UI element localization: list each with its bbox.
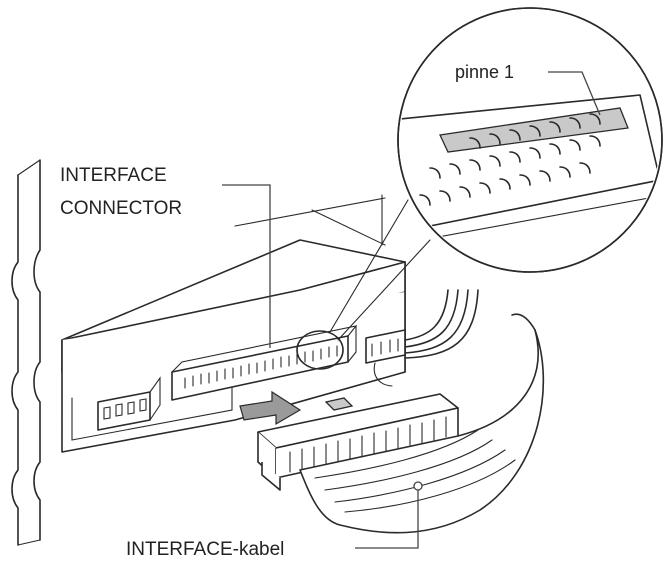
power-connector [365,289,479,387]
insertion-arrow [239,390,302,426]
magnified-detail [397,7,663,273]
detail-marker-circle [296,199,431,370]
interface-connector-leader [222,184,271,348]
interface-cable-label: INTERFACE-kabel [126,539,284,560]
cable-leader-dot [413,481,423,491]
leader-lines [222,71,601,549]
interface-connector-label-line1: INTERFACE [60,165,167,186]
interface-cable-leader [355,490,419,549]
pin1-label: pinne 1 [455,62,514,82]
interface-connector-label-line2: CONNECTOR [60,198,182,219]
pin1-leader [548,71,601,116]
magnified-pins [419,113,601,206]
interface-connector [171,325,358,401]
ribbon-cable [299,313,545,534]
jumper-block [97,376,161,431]
mounting-bracket [11,159,41,546]
cable-plug [257,393,459,491]
connector-pins [184,345,338,389]
